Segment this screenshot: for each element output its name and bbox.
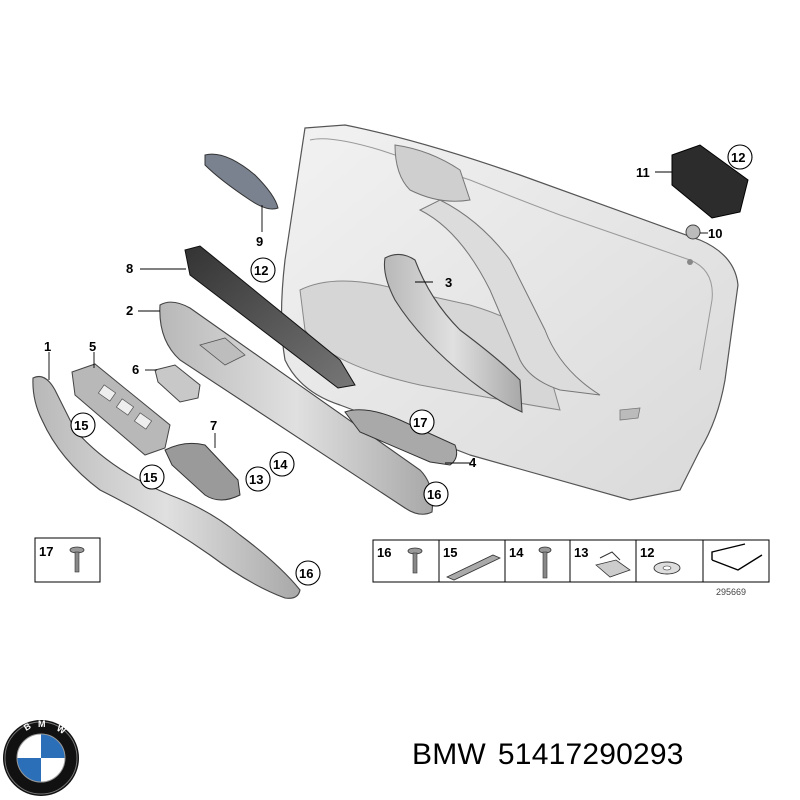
fastener-legend-left: 17 bbox=[34, 537, 101, 583]
callout-6: 6 bbox=[132, 362, 139, 377]
reference-number: 295669 bbox=[716, 587, 746, 597]
screw-icon bbox=[407, 547, 423, 574]
bmw-logo: B M W bbox=[3, 719, 79, 796]
lower-trim-strip-part bbox=[32, 375, 301, 599]
part-number: 51417290293 bbox=[497, 738, 684, 771]
nut-part bbox=[685, 224, 701, 240]
svg-text:B: B bbox=[22, 721, 33, 733]
callout-4: 4 bbox=[469, 455, 477, 470]
leader-lines bbox=[48, 171, 708, 464]
callout-11: 11 bbox=[636, 165, 650, 180]
callout-12-left: 12 bbox=[254, 263, 268, 278]
callout-12-upper: 12 bbox=[731, 150, 745, 165]
door-handle-part bbox=[383, 253, 523, 413]
spring-clip-icon bbox=[595, 551, 631, 578]
part-title: BMW 51417290293 bbox=[412, 738, 696, 772]
legend-16-label: 16 bbox=[377, 545, 391, 560]
brand-name: BMW bbox=[412, 738, 486, 771]
callout-9: 9 bbox=[256, 234, 263, 249]
legend-14-label: 14 bbox=[509, 545, 524, 560]
arrow-symbol-icon bbox=[711, 543, 763, 571]
callout-15-upper: 15 bbox=[74, 418, 88, 433]
callouts: 9 8 2 3 4 11 10 1 5 6 7 12 12 17 16 16 1… bbox=[44, 144, 753, 586]
callout-16-lower: 16 bbox=[299, 566, 313, 581]
legend-12-label: 12 bbox=[640, 545, 654, 560]
callout-13: 13 bbox=[249, 472, 263, 487]
callout-7: 7 bbox=[210, 418, 217, 433]
clip-strip-icon bbox=[446, 554, 501, 581]
legend-13-label: 13 bbox=[574, 545, 588, 560]
callout-8: 8 bbox=[126, 261, 133, 276]
trim-cover-part bbox=[204, 153, 279, 210]
inner-handle-part bbox=[344, 409, 458, 466]
single-switch-part bbox=[154, 364, 201, 403]
callout-14: 14 bbox=[273, 457, 288, 472]
switch-panel-part bbox=[71, 363, 171, 456]
callout-17: 17 bbox=[413, 415, 427, 430]
legend-17-label: 17 bbox=[39, 544, 53, 559]
callout-2: 2 bbox=[126, 303, 133, 318]
fastener-legend-right: 16 15 14 13 12 295669 bbox=[372, 539, 770, 597]
dark-trim-strip-part bbox=[184, 245, 356, 389]
bolt-icon bbox=[538, 546, 552, 579]
tray-part bbox=[164, 442, 241, 501]
callout-16-right: 16 bbox=[427, 487, 441, 502]
legend-15-label: 15 bbox=[443, 545, 457, 560]
svg-text:M: M bbox=[38, 719, 46, 729]
screw-icon bbox=[69, 546, 85, 573]
callout-3: 3 bbox=[445, 275, 452, 290]
callout-15-lower: 15 bbox=[143, 470, 157, 485]
armrest-panel-part bbox=[159, 301, 434, 515]
bracket-part bbox=[671, 144, 749, 219]
callout-5: 5 bbox=[89, 339, 96, 354]
callout-10: 10 bbox=[708, 226, 722, 241]
retaining-ring-icon bbox=[653, 561, 681, 575]
callout-1: 1 bbox=[44, 339, 51, 354]
